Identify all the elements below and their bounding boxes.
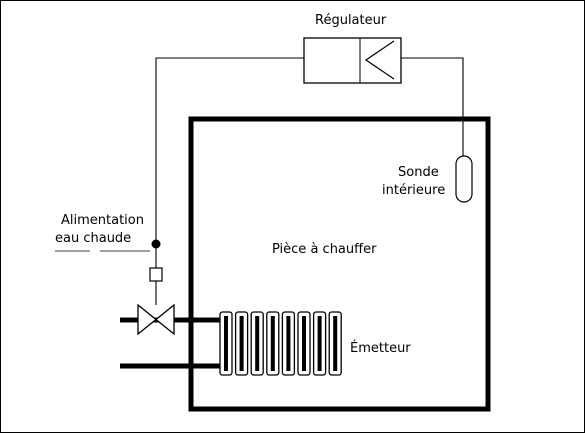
supply-label-line2: eau chaude: [55, 231, 131, 246]
sensor-label-line1: Sonde: [398, 165, 439, 180]
emitter-fin-core: [333, 316, 338, 371]
control-wire-valve: [155, 57, 304, 268]
regulator: [303, 37, 402, 84]
supply-label-line1: Alimentation: [61, 213, 144, 228]
regulator-label: Régulateur: [315, 13, 387, 28]
room-outline: [188, 116, 491, 412]
junction-dot: [151, 239, 161, 249]
emitter-fin-core: [255, 316, 260, 371]
sensor-label-line2: intérieure: [382, 183, 445, 198]
emitter-fin-core: [239, 316, 244, 371]
control-wire-sensor: [401, 57, 464, 158]
room-label: Pièce à chauffer: [272, 242, 377, 257]
control-valve: [137, 303, 175, 336]
emitter-fin-core: [302, 316, 306, 371]
emitter-fin-core: [317, 316, 322, 371]
emitter: [219, 311, 342, 376]
emitter-fin-core: [286, 316, 291, 371]
indoor-sensor: [455, 155, 473, 203]
valve-actuator: [149, 267, 163, 282]
emitter-fin-core: [224, 316, 228, 371]
emitter-fin-core: [270, 316, 275, 371]
emitter-label: Émetteur: [350, 340, 411, 356]
